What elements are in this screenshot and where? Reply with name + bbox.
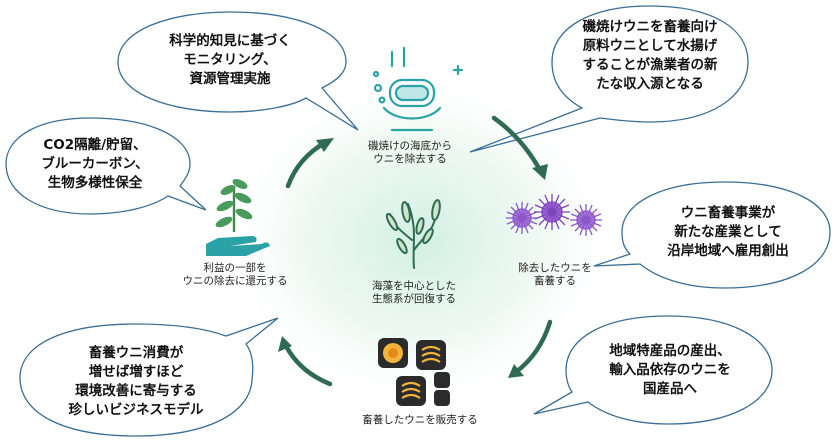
center-glow [220, 70, 620, 410]
bubble-text-business-model: 畜養ウニ消費が 増せば増すほど 環境改善に寄与する 珍しいビジネスモデル [68, 345, 204, 418]
urchin-dish-icon [378, 338, 450, 406]
arrow-sell-to-return [283, 343, 333, 387]
hand-plant-icon [206, 179, 270, 256]
step-sell-urchins: 畜養したウニを販売する [362, 414, 478, 426]
step-return-profit: 利益の一部を ウニの除去に還元する [182, 262, 288, 287]
bubble-business-model [19, 317, 279, 437]
bubble-text-new-income: 磯焼けウニを畜養向け 原料ウニとして水揚げ することが漁業者の新 たな収入源とな… [582, 19, 718, 92]
bubble-regional-products [533, 315, 773, 425]
urchin-icon [506, 194, 602, 236]
bubble-new-income [469, 5, 749, 153]
diver-icon [372, 46, 464, 132]
bubble-text-regional-products: 地域特産品の産出、 輸入品依存のウニを 国産品へ [609, 343, 731, 397]
bubble-text-new-industry: ウニ畜養事業が 新たな産業として 沿岸地域へ雇用創出 [667, 205, 789, 259]
bubble-new-industry [593, 181, 831, 289]
bubble-scientific-monitoring [117, 11, 359, 131]
step-remove-urchins: 磯焼けの海底から ウニを除去する [368, 140, 452, 165]
arrow-farm-to-sell [513, 319, 553, 375]
arrow-heads [278, 138, 548, 378]
bubble-text-co2: CO2隔離/貯留、 ブルーカーボン、 生物多様性保全 [41, 137, 149, 191]
center-ecosystem-recovery: 海藻を中心とした 生態系が回復する [372, 280, 456, 305]
seaweed-icon [385, 199, 441, 269]
step-farm-urchins: 除去したウニを 畜養する [518, 262, 592, 287]
bubble-co2 [5, 117, 207, 215]
arrow-remove-to-farm [491, 115, 543, 173]
bubble-text-scientific-monitoring: 科学的知見に基づく モニタリング、 資源管理実施 [169, 33, 291, 87]
